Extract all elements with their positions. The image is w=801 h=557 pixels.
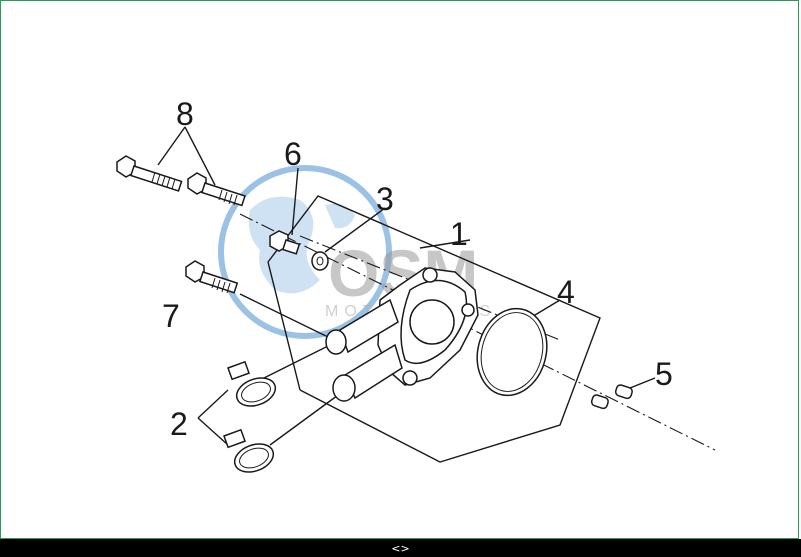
pump-cover <box>325 267 479 402</box>
bolt-long-1 <box>116 155 183 192</box>
callout-4: 4 <box>557 274 575 310</box>
washer <box>311 251 329 271</box>
diagram-frame <box>0 0 799 539</box>
dowel-pins <box>590 384 633 410</box>
callout-6: 6 <box>284 136 302 172</box>
axis-lines <box>239 213 716 451</box>
cover-outline <box>267 195 601 463</box>
hose-clamp-upper <box>227 360 277 407</box>
bolt-long-2 <box>187 172 246 207</box>
callout-3: 3 <box>376 181 394 217</box>
callout-1: 1 <box>450 216 468 252</box>
exploded-parts-diagram: OSM MOTORPARTS <box>116 96 716 473</box>
nav-arrows[interactable]: <> <box>391 541 410 555</box>
bottom-nav-bar: <> <box>0 539 801 557</box>
o-ring <box>476 307 548 397</box>
callout-5: 5 <box>655 356 673 392</box>
hose-clamp-lower <box>223 428 275 473</box>
callout-7: 7 <box>162 298 180 334</box>
callout-2: 2 <box>170 406 188 442</box>
callout-8: 8 <box>176 96 194 132</box>
stud-bolt <box>269 230 301 255</box>
bolt-short <box>185 260 239 294</box>
